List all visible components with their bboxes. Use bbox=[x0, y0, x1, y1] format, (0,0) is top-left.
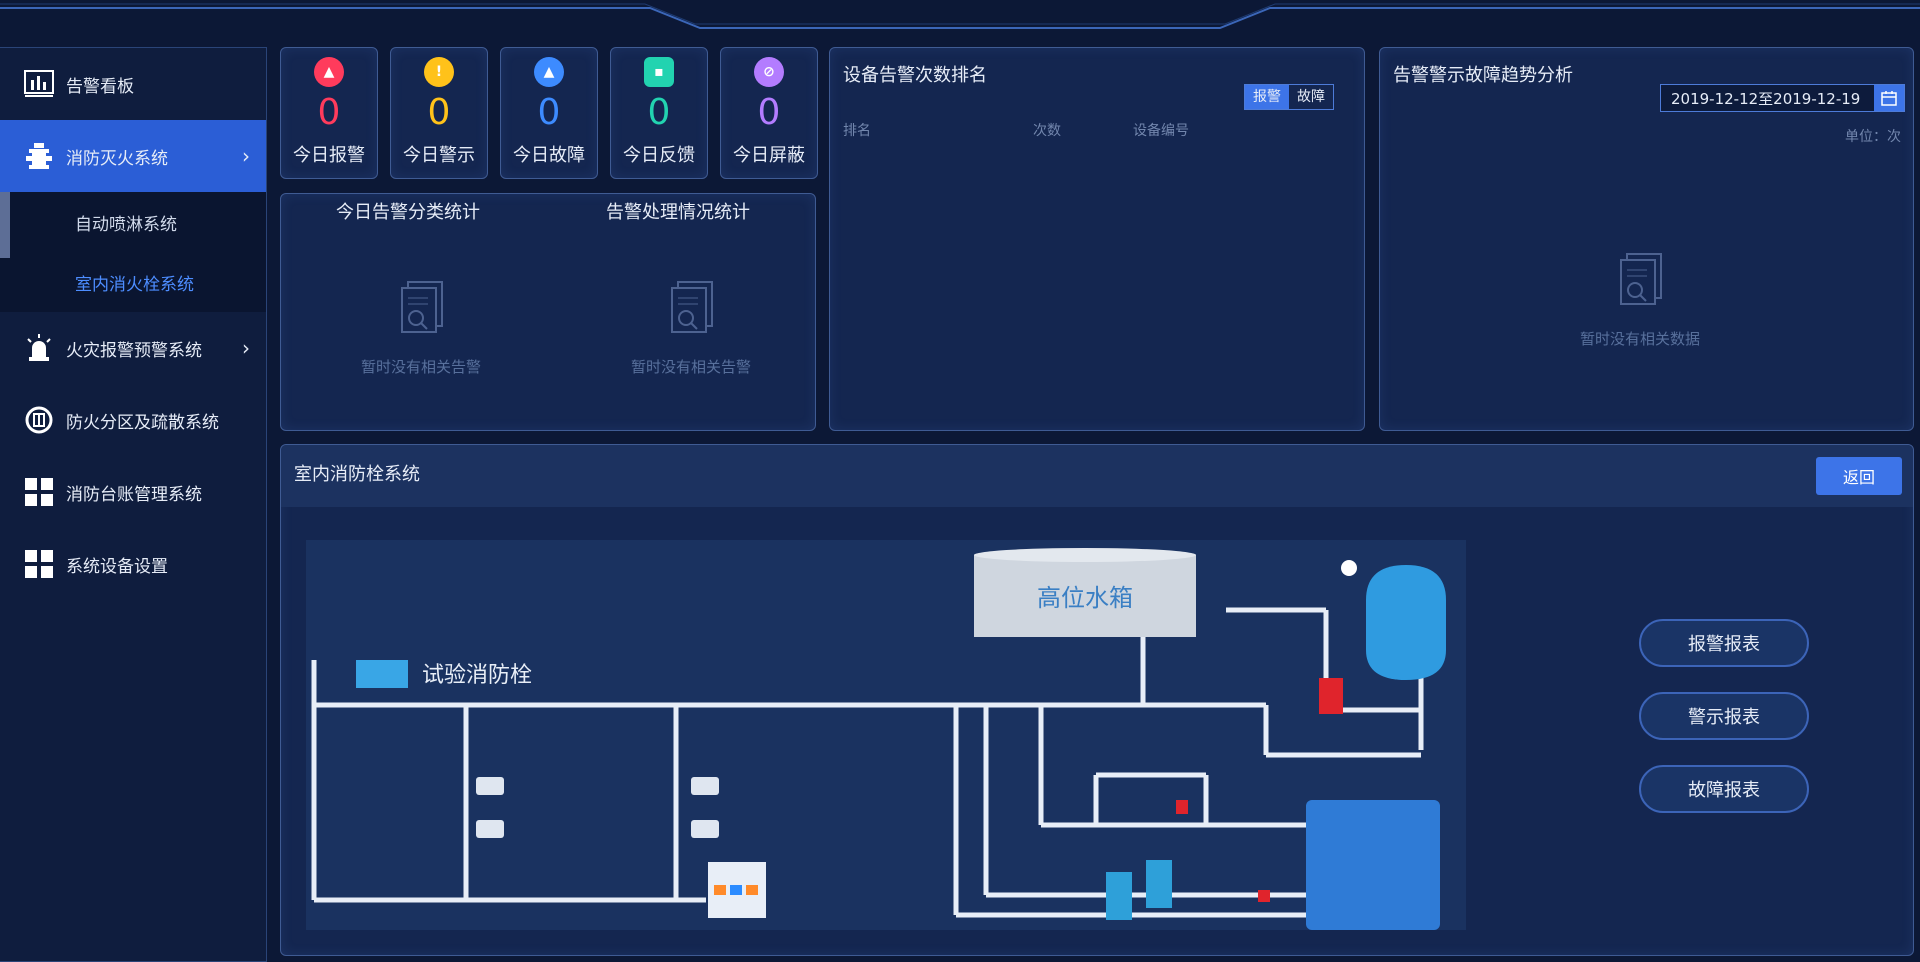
stat-value: 0 bbox=[757, 92, 781, 133]
stat-label: 今日故障 bbox=[513, 145, 585, 166]
ranking-title: 设备告警次数排名 bbox=[843, 65, 987, 86]
sidebar-item-label: 防火分区及疏散系统 bbox=[66, 412, 219, 433]
alarm-icon: ▲ bbox=[314, 57, 344, 87]
toggle-fault[interactable]: 故障 bbox=[1297, 89, 1325, 105]
hydrant-system-diagram: 试验消防栓 高位水箱 bbox=[306, 540, 1466, 930]
stat-value: 0 bbox=[647, 92, 671, 133]
column-rank: 排名 bbox=[843, 123, 871, 139]
empty-text: 暂时没有相关告警 bbox=[630, 358, 751, 376]
empty-document-icon bbox=[1620, 253, 1662, 305]
warning-report-button[interactable]: 警示报表 bbox=[1639, 692, 1809, 740]
stat-label: 今日屏蔽 bbox=[733, 145, 805, 166]
trend-title: 告警警示故障趋势分析 bbox=[1393, 65, 1573, 86]
alarm-report-button[interactable]: 报警报表 bbox=[1639, 619, 1809, 667]
device-ranking-panel: 设备告警次数排名 报警 故障 排名 次数 设备编号 bbox=[829, 47, 1365, 431]
system-title: 室内消防栓系统 bbox=[294, 464, 420, 485]
sidebar-item-label: 告警看板 bbox=[66, 76, 134, 97]
empty-text: 暂时没有相关数据 bbox=[1579, 330, 1700, 348]
date-range-picker[interactable]: 2019-12-12至2019-12-19 bbox=[1660, 84, 1906, 112]
sidebar-submenu: 自动喷淋系统 室内消火栓系统 bbox=[0, 192, 266, 312]
sidebar-item-alarm-board[interactable]: 告警看板 bbox=[0, 48, 266, 120]
high-tank-label: 高位水箱 bbox=[1037, 584, 1133, 612]
grid-icon bbox=[22, 547, 56, 581]
stat-card-alarm[interactable]: ▲ 0 今日报警 bbox=[280, 47, 378, 179]
sidebar-item-label: 消防灭火系统 bbox=[66, 148, 168, 169]
sidebar-subitem-sprinkler[interactable]: 自动喷淋系统 bbox=[0, 192, 266, 252]
classify-title: 今日告警分类统计 bbox=[336, 202, 480, 223]
sidebar-item-fire-alarm[interactable]: 火灾报警预警系统 › bbox=[0, 312, 266, 384]
stat-card-masked[interactable]: ⊘ 0 今日屏蔽 bbox=[720, 47, 818, 179]
system-panel-header bbox=[281, 445, 1913, 507]
sidebar-item-ledger[interactable]: 消防台账管理系统 bbox=[0, 456, 266, 528]
trend-empty-state: 暂时没有相关数据 bbox=[1560, 248, 1720, 349]
sidebar-item-label: 消防台账管理系统 bbox=[66, 484, 202, 505]
chevron-right-icon: › bbox=[242, 144, 250, 168]
sidebar-subitem-indoor-hydrant[interactable]: 室内消火栓系统 bbox=[0, 252, 266, 312]
toggle-alarm[interactable]: 报警 bbox=[1245, 85, 1289, 109]
fault-report-button[interactable]: 故障报表 bbox=[1639, 765, 1809, 813]
back-button[interactable]: 返回 bbox=[1816, 457, 1902, 495]
sidebar-item-label: 火灾报警预警系统 bbox=[66, 340, 202, 361]
trend-analysis-panel: 告警警示故障趋势分析 2019-12-12至2019-12-19 单位：次 暂时… bbox=[1379, 47, 1914, 431]
fire-hydrant-icon bbox=[22, 139, 56, 173]
stat-card-feedback[interactable]: ▪ 0 今日反馈 bbox=[610, 47, 708, 179]
bar-chart-icon bbox=[22, 67, 56, 101]
grid-icon bbox=[22, 475, 56, 509]
chevron-right-icon: › bbox=[242, 336, 250, 360]
alarm-statistics-panel: 今日告警分类统计 告警处理情况统计 暂时没有相关告警 暂时没有相关告警 bbox=[280, 193, 816, 431]
sidebar-item-fire-suppression[interactable]: 消防灭火系统 › bbox=[0, 120, 266, 192]
stat-label: 今日警示 bbox=[403, 145, 475, 166]
stat-card-warning[interactable]: ! 0 今日警示 bbox=[390, 47, 488, 179]
empty-document-icon bbox=[671, 281, 713, 333]
header-decoration bbox=[0, 3, 1920, 29]
warning-icon: ! bbox=[424, 57, 454, 87]
sidebar-item-label: 系统设备设置 bbox=[66, 556, 168, 577]
feedback-icon: ▪ bbox=[644, 57, 674, 87]
date-range-value: 2019-12-12至2019-12-19 bbox=[1671, 89, 1861, 108]
stat-value: 0 bbox=[537, 92, 561, 133]
empty-document-icon bbox=[401, 281, 443, 333]
stat-label: 今日报警 bbox=[293, 145, 365, 166]
handling-empty-state: 暂时没有相关告警 bbox=[611, 276, 771, 377]
sidebar-subitem-label: 室内消火栓系统 bbox=[75, 274, 194, 295]
calendar-icon[interactable] bbox=[1874, 85, 1905, 111]
indoor-hydrant-system-panel: 室内消防栓系统 返回 bbox=[280, 444, 1914, 956]
alarm-light-icon bbox=[22, 331, 56, 365]
ranking-type-toggle: 报警 故障 bbox=[1244, 84, 1334, 110]
sidebar-scroll-indicator bbox=[0, 153, 10, 258]
handling-title: 告警处理情况统计 bbox=[606, 202, 750, 223]
sidebar-item-fire-zone[interactable]: 防火分区及疏散系统 bbox=[0, 384, 266, 456]
classify-empty-state: 暂时没有相关告警 bbox=[341, 276, 501, 377]
test-hydrant-label: 试验消防栓 bbox=[422, 663, 532, 688]
column-count: 次数 bbox=[1033, 123, 1061, 139]
unit-label: 单位：次 bbox=[1845, 129, 1901, 145]
sidebar-subitem-label: 自动喷淋系统 bbox=[75, 214, 177, 235]
column-device-id: 设备编号 bbox=[1133, 123, 1189, 139]
stat-card-fault[interactable]: ▲ 0 今日故障 bbox=[500, 47, 598, 179]
block-icon: ⊘ bbox=[754, 57, 784, 87]
sidebar: 告警看板 消防灭火系统 › 自动喷淋系统 室内消火栓系统 火灾报警预警系统 › … bbox=[0, 47, 267, 962]
stat-label: 今日反馈 bbox=[623, 145, 695, 166]
compartment-icon bbox=[22, 403, 56, 437]
stat-value: 0 bbox=[317, 92, 341, 133]
stat-value: 0 bbox=[427, 92, 451, 133]
sidebar-item-settings[interactable]: 系统设备设置 bbox=[0, 528, 266, 600]
empty-text: 暂时没有相关告警 bbox=[360, 358, 481, 376]
fault-icon: ▲ bbox=[534, 57, 564, 87]
